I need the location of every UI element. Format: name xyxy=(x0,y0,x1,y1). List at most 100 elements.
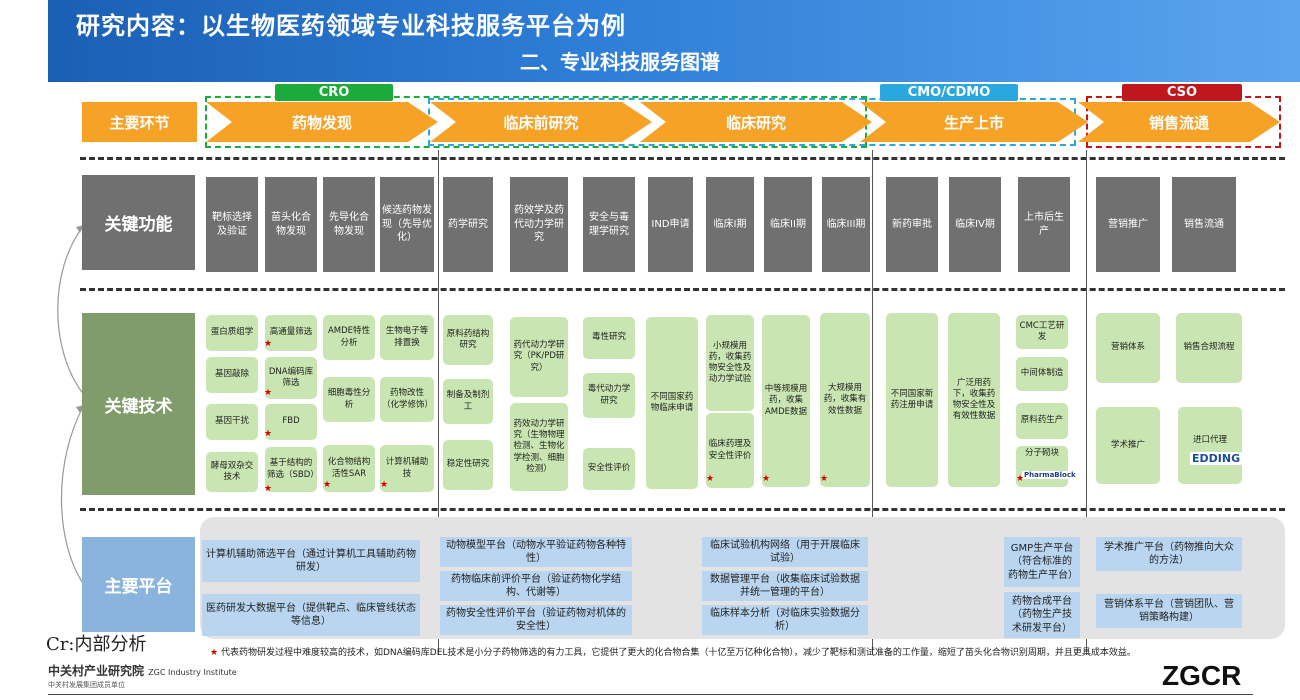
function-box: 先导化合物发现 xyxy=(323,177,375,272)
technique-box: 原料药结构研究 xyxy=(443,315,493,365)
star-icon: ★ xyxy=(380,480,389,490)
institute-name-en: ZGC Industry Institute xyxy=(148,668,237,677)
technique-box: 不同国家新药注册申请 xyxy=(886,313,938,487)
platform-box: 数据管理平台（收集临床试验数据并统一管理的平台） xyxy=(702,571,868,601)
technique-box: 稳定性研究 xyxy=(443,440,493,490)
star-icon: ★ xyxy=(264,484,273,494)
technique-box: 毒代动力学研究 xyxy=(583,373,635,418)
star-icon: ★ xyxy=(264,388,273,398)
platform-box: 动物模型平台（动物水平验证药物各种特性） xyxy=(440,537,632,567)
technique-box: 安全性评价 xyxy=(583,448,635,490)
edding-logo: EDDING xyxy=(1190,452,1243,465)
function-box: 营销推广 xyxy=(1096,177,1160,272)
platform-box: 医药研发大数据平台（提供靶点、临床管线状态等信息） xyxy=(202,594,420,636)
technique-box: 药代动力学研究（PK/PD研究） xyxy=(510,317,568,397)
brand-logo: ZGCR xyxy=(1162,660,1242,691)
function-box: 候选药物发现（先导优化） xyxy=(380,177,434,272)
platform-box: 营销体系平台（营销团队、营销策略构建） xyxy=(1096,594,1242,628)
row-label-platforms: 主要平台 xyxy=(82,537,195,632)
star-icon: ★ xyxy=(820,474,829,484)
function-box: 苗头化合物发现 xyxy=(265,177,317,272)
technique-label: 分子砌块 xyxy=(1024,448,1059,458)
technique-box: AMDE特性分析 xyxy=(323,315,375,360)
category-cmo: CMO/CDMO xyxy=(880,84,1018,101)
star-icon: ★ xyxy=(323,480,332,490)
function-box: 安全与毒理学研究 xyxy=(583,177,635,272)
technique-box: 制备及制剂工 xyxy=(443,379,493,424)
technique-box: 计算机辅助技 xyxy=(380,445,434,492)
technique-box: 营销体系 xyxy=(1096,313,1160,383)
column-divider xyxy=(1086,150,1087,655)
technique-box: 药物改性（化学修饰） xyxy=(380,377,434,422)
technique-box: 学术推广 xyxy=(1096,407,1160,484)
platform-box: 临床样本分析（对临床实验数据分析） xyxy=(702,605,868,635)
function-box: 靶标选择及验证 xyxy=(206,177,258,272)
function-box: 临床III期 xyxy=(822,177,870,272)
row-label-techniques: 关键技术 xyxy=(82,313,195,495)
platform-box: GMP生产平台（符合标准的药物生产平台） xyxy=(1004,537,1080,587)
column-divider xyxy=(438,150,439,655)
star-icon: ★ xyxy=(762,474,771,484)
star-icon: ★ xyxy=(264,429,273,439)
technique-box: 毒性研究 xyxy=(583,317,635,359)
technique-box: 高通量筛选 xyxy=(265,315,317,351)
separator xyxy=(80,157,1285,160)
technique-box: 基因干扰 xyxy=(206,404,258,440)
row-label-stages: 主要环节 xyxy=(82,102,197,142)
star-icon: ★ xyxy=(706,474,715,484)
technique-box: 销售合规流程 xyxy=(1176,313,1242,383)
technique-box: 原料药生产 xyxy=(1016,403,1068,439)
header-banner xyxy=(48,0,1300,82)
platform-box: 计算机辅助筛选平台（通过计算机工具辅助药物研发） xyxy=(202,540,420,582)
separator xyxy=(80,288,1285,291)
institute-name: 中关村产业研究院 xyxy=(48,664,145,678)
technique-box: 基因敲除 xyxy=(206,357,258,393)
technique-box: 不同国家药物临床申请 xyxy=(646,317,698,489)
function-box: 药学研究 xyxy=(443,177,493,272)
stage-production: 生产上市 xyxy=(860,102,1088,142)
star-icon: ★ xyxy=(264,339,273,349)
footer-rule xyxy=(48,694,1253,695)
technique-box: 蛋白质组学 xyxy=(206,315,258,351)
function-box: 上市后生产 xyxy=(1018,177,1070,272)
institute-subtitle: 中关村发展集团成员单位 xyxy=(48,681,125,689)
technique-box: 分子砌块 xyxy=(1016,446,1068,487)
function-box: 临床IV期 xyxy=(949,177,1001,272)
technique-box: DNA编码库筛选 xyxy=(265,357,317,399)
technique-box: 中间体制造 xyxy=(1016,357,1068,391)
star-icon: ★ xyxy=(210,648,219,658)
technique-box: 药效动力学研究（生物物理检测、生物化学检测、细胞检测） xyxy=(510,403,568,491)
technique-box: CMC工艺研发 xyxy=(1016,315,1068,349)
pharmablock-logo: PharmaBlock xyxy=(1022,471,1078,479)
stage-sales: 销售流通 xyxy=(1078,102,1280,142)
technique-box: 中等规模用药，收集AMDE数据 xyxy=(762,315,810,487)
technique-label: 进口代理 xyxy=(1192,435,1227,445)
platform-box: 临床试验机构网络（用于开展临床试验） xyxy=(702,537,868,567)
technique-box: 进口代理 xyxy=(1178,407,1242,484)
function-box: 临床I期 xyxy=(706,177,754,272)
technique-box: FBD xyxy=(265,404,317,440)
stage-clinical: 临床研究 xyxy=(640,102,872,142)
star-icon: ★ xyxy=(1016,474,1025,484)
function-box: 新药审批 xyxy=(886,177,938,272)
technique-box: 化合物结构活性SAR xyxy=(323,445,375,492)
platform-box: 学术推广平台（药物推向大众的方法） xyxy=(1096,537,1242,571)
footnote: ★ 代表药物研发过程中难度较高的技术，如DNA编码库DEL技术是小分子药物筛选的… xyxy=(210,647,1270,660)
column-divider xyxy=(872,150,873,655)
footnote-text: 代表药物研发过程中难度较高的技术，如DNA编码库DEL技术是小分子药物筛选的有力… xyxy=(220,648,1136,658)
function-box: IND申请 xyxy=(648,177,693,272)
platform-box: 药物合成平台（药物生产技术研发平台） xyxy=(1004,592,1080,638)
technique-box: 细胞毒性分析 xyxy=(323,377,375,422)
stage-preclinical: 临床前研究 xyxy=(430,102,652,142)
page-subtitle: 二、专业科技服务图谱 xyxy=(520,50,720,74)
row-label-functions: 关键功能 xyxy=(82,175,195,270)
institute-logo: 中关村产业研究院 ZGC Industry Institute xyxy=(48,662,237,679)
technique-box: 酵母双杂交技术 xyxy=(206,452,258,492)
function-box: 销售流通 xyxy=(1172,177,1236,272)
source-note: Cr:内部分析 xyxy=(46,634,147,655)
technique-box: 基于结构的筛选（SBD） xyxy=(265,447,319,492)
page-title: 研究内容：以生物医药领域专业科技服务平台为例 xyxy=(76,12,626,40)
technique-box: 临床药理及安全性评价 xyxy=(706,413,754,488)
technique-box: 小规模用药，收集药物安全性及动力学试验 xyxy=(706,315,754,411)
function-box: 临床II期 xyxy=(764,177,812,272)
